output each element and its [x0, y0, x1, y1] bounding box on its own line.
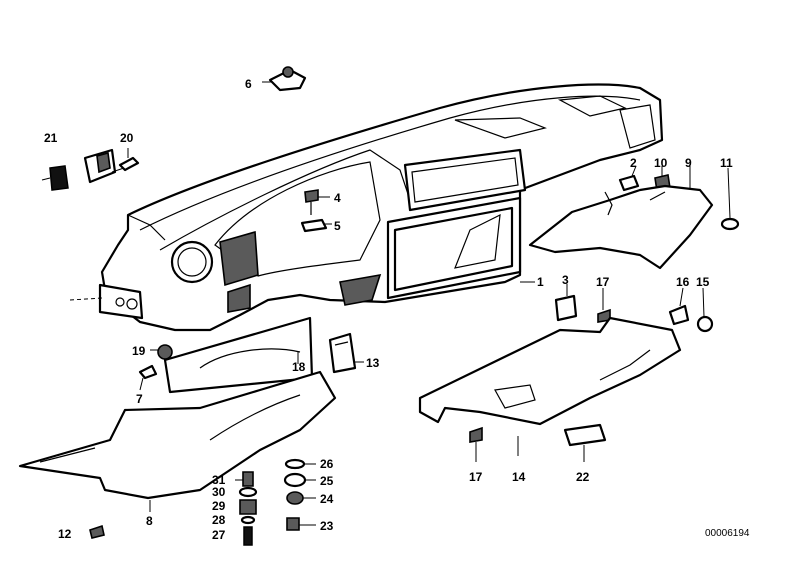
callout-14: 14 [512, 470, 526, 484]
cap-part-11 [720, 167, 740, 231]
bushing-part-29 [239, 499, 257, 515]
callout-31: 31 [212, 473, 226, 487]
nut-part-24 [286, 491, 316, 505]
callout-3: 3 [562, 273, 569, 287]
callout-8: 8 [146, 514, 153, 528]
callout-20: 20 [120, 131, 134, 145]
callout-7: 7 [136, 392, 143, 406]
callout-27: 27 [212, 528, 226, 542]
callout-15: 15 [696, 275, 710, 289]
washer-part-30 [238, 486, 258, 498]
screw-part-31 [235, 471, 254, 487]
grommet-part-25 [283, 472, 316, 488]
bracket-part-20 [83, 148, 140, 184]
cap-part-15 [696, 287, 714, 333]
washer-part-28 [240, 515, 256, 525]
lower-shelf-part-14 [418, 316, 682, 456]
screw-part-17-lower [469, 426, 483, 462]
clip-part-3 [554, 284, 578, 322]
clip-part-6 [268, 66, 307, 92]
trim-panel-part-9 [528, 166, 714, 270]
callout-26: 26 [320, 457, 334, 471]
callout-22: 22 [576, 470, 590, 484]
callout-9: 9 [685, 156, 692, 170]
callout-4: 4 [334, 191, 341, 205]
callout-25: 25 [320, 474, 334, 488]
callout-11: 11 [720, 156, 733, 170]
callout-21: 21 [44, 131, 58, 145]
callout-12: 12 [58, 527, 72, 541]
callout-10: 10 [654, 156, 668, 170]
knob-part-19 [150, 344, 173, 360]
callout-28: 28 [212, 513, 226, 527]
callout-1: 1 [537, 275, 544, 289]
washer-part-26 [284, 458, 316, 470]
callout-30: 30 [212, 485, 226, 499]
plug-part-2 [618, 165, 640, 192]
bracket-part-21 [41, 165, 69, 191]
callout-5: 5 [334, 219, 341, 233]
clip-part-12 [89, 524, 105, 539]
nut-part-5 [300, 218, 332, 233]
clip-part-16 [668, 287, 690, 326]
screw-part-7 [138, 364, 158, 391]
screw-part-17-upper [597, 288, 611, 323]
callout-29: 29 [212, 499, 226, 513]
callout-2: 2 [630, 156, 637, 170]
callout-23: 23 [320, 519, 334, 533]
knee-panel-part-8 [18, 370, 337, 512]
callout-17-lower: 17 [469, 470, 483, 484]
screw-part-4 [304, 189, 330, 215]
reference-number: 00006194 [705, 528, 750, 539]
callout-24: 24 [320, 492, 334, 506]
dashboard-panel [69, 83, 664, 332]
callout-19: 19 [132, 344, 146, 358]
callout-13: 13 [366, 356, 380, 370]
pad-part-22 [563, 423, 607, 462]
screw-part-27 [243, 526, 253, 546]
screw-part-23 [286, 517, 316, 531]
callout-18: 18 [292, 360, 306, 374]
callout-16: 16 [676, 275, 690, 289]
callout-6: 6 [245, 77, 252, 91]
callout-17-upper: 17 [596, 275, 610, 289]
bracket-part-13 [328, 332, 364, 374]
